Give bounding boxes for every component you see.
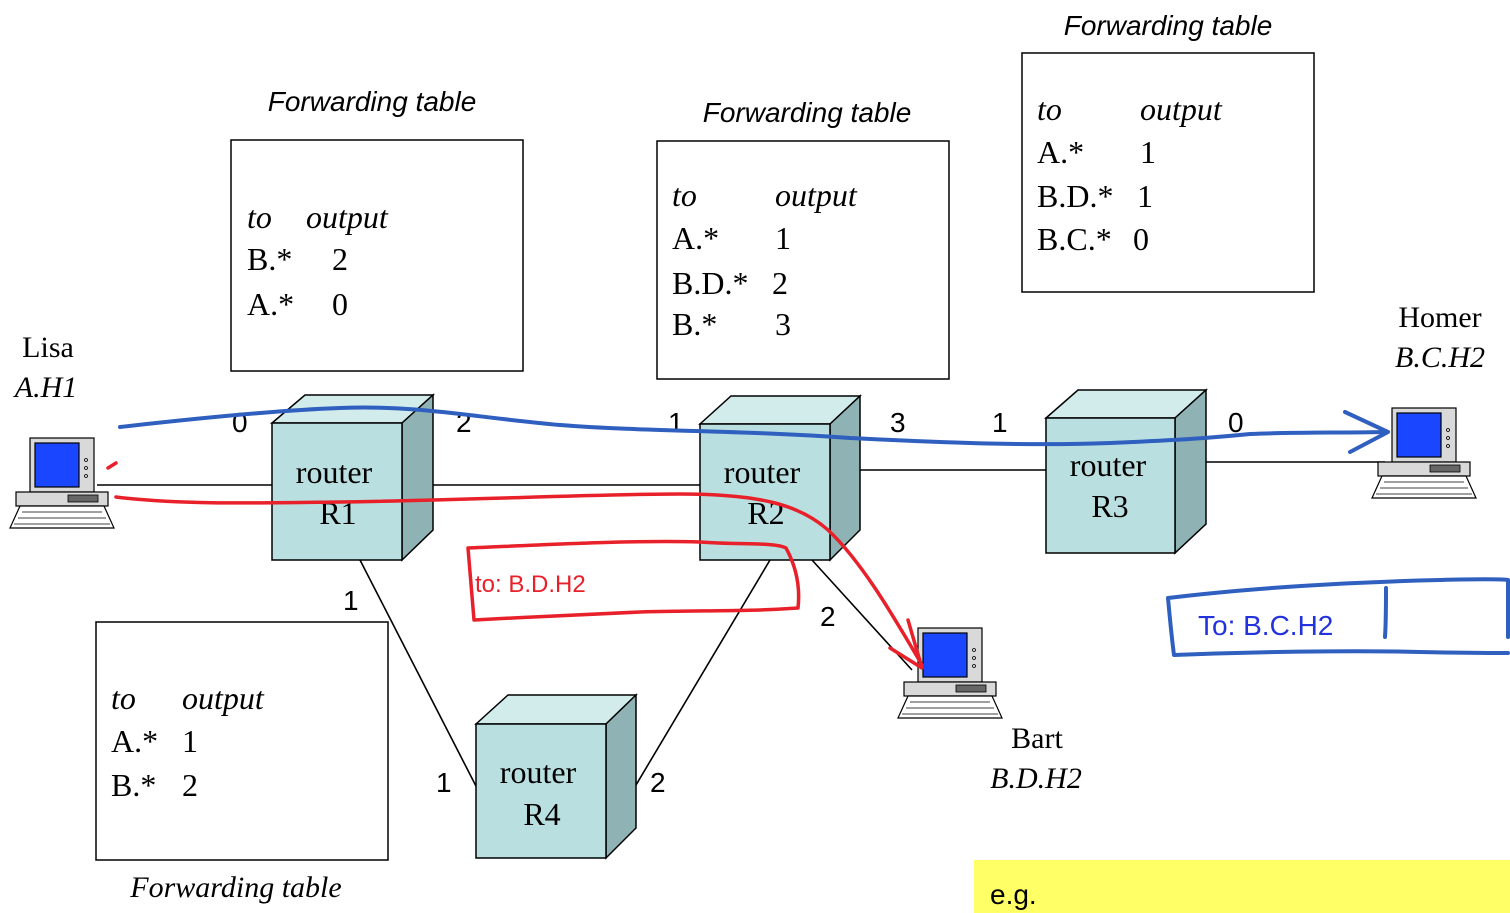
table-row-output: 1 (775, 220, 791, 256)
table-row-output: 0 (1133, 221, 1149, 257)
host-address: B.D.H2 (990, 762, 1082, 795)
port-label: 0 (1228, 407, 1244, 438)
table-row-to: B.* (111, 767, 156, 803)
blue-packet-box (1166, 577, 1510, 657)
router-front-face (475, 723, 607, 859)
router-r1: router R1 (269, 393, 435, 562)
table-row-output: 1 (1140, 134, 1156, 170)
red-annotation (106, 461, 924, 670)
table-box (95, 621, 389, 861)
host-address: B.C.H2 (1395, 341, 1485, 374)
port-label: 1 (436, 767, 452, 798)
table-header-output: output (182, 680, 265, 716)
table-row-output: 0 (332, 286, 348, 322)
table-header-to: to (672, 177, 697, 213)
forwarding-table-r2: Forwarding table to output A.* 1 B.D.* 2… (656, 97, 950, 380)
link-r2-r4 (632, 559, 771, 791)
red-packet-box (466, 539, 801, 622)
router-front-face (699, 423, 831, 561)
router-label: router (500, 754, 577, 790)
host-homer: Homer B.C.H2 (1371, 301, 1485, 499)
table-box (1021, 52, 1315, 293)
forwarding-table-r4: to output A.* 1 B.* 2 Forwarding table (95, 621, 389, 904)
table-header-output: output (775, 177, 858, 213)
table-row-output: 1 (1137, 178, 1153, 214)
table-row-output: 2 (772, 265, 788, 301)
table-title: Forwarding table (268, 86, 477, 117)
port-label: 1 (668, 407, 684, 438)
router-front-face (1045, 417, 1176, 554)
port-label: 1 (992, 407, 1008, 438)
blue-packet-label: To: B.C.H2 (1198, 610, 1333, 641)
table-box (656, 140, 950, 380)
host-address: A.H1 (13, 371, 78, 404)
computer-icon (9, 437, 115, 529)
blue-arrowhead (1343, 410, 1390, 454)
router-r4: router R4 (474, 693, 638, 860)
note-box (974, 860, 1510, 913)
table-row-to: A.* (247, 286, 294, 322)
table-title: Forwarding table (129, 871, 341, 904)
blue-route-path (118, 405, 1387, 447)
table-row-to: B.* (672, 306, 717, 342)
router-r3: router R3 (1044, 388, 1208, 555)
forwarding-table-r1: Forwarding table to output B.* 2 A.* 0 (230, 86, 524, 372)
host-name: Homer (1398, 301, 1481, 334)
red-packet-label: to: B.D.H2 (475, 571, 586, 598)
table-box (230, 139, 524, 372)
table-row-output: 1 (182, 723, 198, 759)
red-arrowhead (888, 618, 924, 670)
port-label: 1 (343, 585, 359, 616)
port-label: 3 (890, 407, 906, 438)
table-title: Forwarding table (703, 97, 912, 128)
host-name: Bart (1011, 722, 1063, 755)
router-r2: router R2 (698, 394, 862, 562)
forwarding-table-r3: Forwarding table to output A.* 1 B.D.* 1… (1021, 10, 1315, 293)
router-front-face (271, 422, 403, 561)
table-row-to: A.* (672, 220, 719, 256)
table-row-to: B.D.* (672, 265, 748, 301)
computer-icon (1371, 407, 1477, 499)
table-header-to: to (247, 199, 272, 235)
table-header-to: to (111, 680, 136, 716)
router-label: router (1070, 447, 1147, 483)
link-r1-r4 (359, 559, 479, 791)
table-row-to: B.C.* (1037, 221, 1112, 257)
router-side-face (1174, 388, 1207, 555)
router-side-face (401, 393, 434, 562)
table-row-output: 2 (182, 767, 198, 803)
note-label: e.g. (990, 879, 1037, 910)
port-label: 2 (820, 601, 836, 632)
table-row-to: B.D.* (1037, 178, 1113, 214)
table-row-to: B.* (247, 241, 292, 277)
router-label: router (724, 454, 801, 490)
table-row-to: A.* (111, 723, 158, 759)
table-header-to: to (1037, 91, 1062, 127)
table-row-output: 2 (332, 241, 348, 277)
router-name: R4 (523, 796, 560, 832)
port-label: 0 (232, 407, 248, 438)
router-label: router (296, 454, 373, 490)
blue-annotation (118, 405, 1510, 657)
port-label: 2 (650, 767, 666, 798)
host-lisa: Lisa A.H1 (9, 331, 115, 529)
table-row-to: A.* (1037, 134, 1084, 170)
port-label: 2 (456, 407, 472, 438)
host-name: Lisa (22, 331, 74, 364)
router-side-face (605, 693, 637, 860)
host-bart: Bart B.D.H2 (897, 627, 1082, 795)
red-route-path (114, 492, 924, 667)
red-tick-mark (106, 461, 118, 470)
table-title: Forwarding table (1064, 10, 1273, 41)
table-row-output: 3 (775, 306, 791, 342)
router-name: R3 (1091, 488, 1128, 524)
links (97, 461, 1385, 791)
table-header-output: output (1140, 91, 1223, 127)
table-header-output: output (306, 199, 389, 235)
